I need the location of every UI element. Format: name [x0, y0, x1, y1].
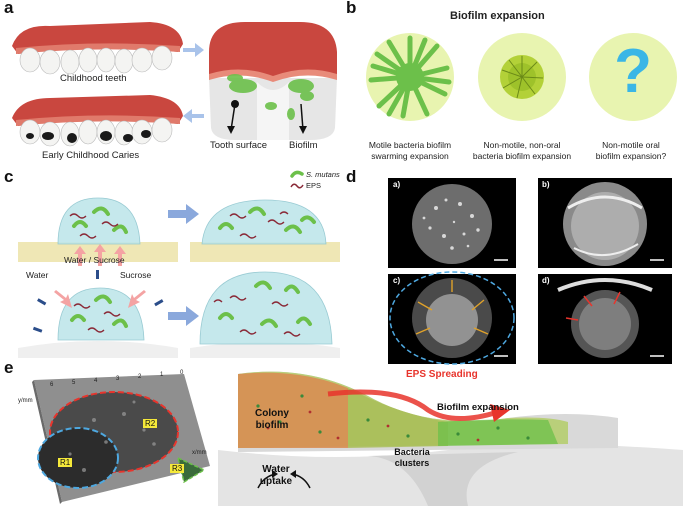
oral-biofilm-caption: Non-motile oral biofilm expansion? [595, 140, 667, 161]
panel-letter-a: a [4, 0, 14, 17]
question-mark: ? [614, 37, 652, 106]
r1-label: R1 [58, 458, 73, 467]
tick-5: 5 [72, 380, 76, 386]
eps-spreading-label: EPS Spreading [406, 369, 478, 380]
caries-teeth-illustration [12, 95, 183, 147]
micrograph-a-label: a) [393, 180, 401, 189]
bacteria-clusters-label: Bacteria clusters [394, 447, 430, 468]
panel-letter-e: e [4, 358, 14, 377]
childhood-teeth-label: Childhood teeth [60, 73, 127, 84]
colony-biofilm-label: Colony biofilm [255, 408, 289, 431]
biofilm-expansion-label: Biofilm expansion [437, 402, 519, 413]
panel-letter-b: b [346, 0, 357, 17]
panel-letter-c: c [4, 167, 14, 186]
x-axis-label: x/mm [192, 450, 207, 456]
water-sucrose-label: Water / Sucrose [64, 255, 125, 265]
r3-label: R3 [170, 464, 185, 473]
sucrose-label: Sucrose [120, 270, 152, 280]
early-caries-label: Early Childhood Caries [42, 150, 140, 161]
teeth-arrow-right [183, 43, 204, 57]
tick-6: 6 [50, 382, 54, 388]
eps-spreading-schematic [218, 371, 683, 506]
biofilm-label: Biofilm [289, 140, 318, 151]
smutans-legend-label: S. mutans [306, 170, 340, 179]
eps-legend-label: EPS [306, 181, 322, 190]
biofilm-dome-top-left [18, 197, 178, 266]
tick-1: 1 [160, 372, 164, 378]
dome-arrow-bottom [168, 306, 199, 326]
oral-biofilm-dish [589, 33, 677, 121]
smutans-legend-icon [290, 170, 304, 178]
biofilm-expansion-title: Biofilm expansion [450, 10, 545, 22]
microscopy-grid [388, 178, 672, 365]
childhood-teeth-illustration [12, 22, 183, 75]
micrograph-c-label: c) [393, 276, 401, 285]
motile-biofilm-dish [366, 33, 454, 121]
r2-label: R2 [143, 419, 158, 428]
tick-3: 3 [116, 376, 120, 382]
panel-letter-d: d [346, 167, 357, 186]
motile-biofilm-caption: Motile bacteria biofilm swarming expansi… [368, 140, 452, 161]
water-uptake-label: Water uptake [259, 464, 293, 487]
tooth-surface-label: Tooth surface [210, 140, 268, 151]
dome-arrow-top [168, 204, 199, 224]
non-motile-biofilm-dish [478, 33, 566, 121]
surface-plot-3d [32, 374, 210, 504]
non-motile-biofilm-caption: Non-motile, non-oral bacteria biofilm ex… [472, 140, 572, 161]
biofilm-dome-bottom-right [190, 271, 340, 358]
micrograph-d-label: d) [542, 276, 550, 285]
micrograph-b-label: b) [542, 180, 550, 189]
biofilm-dome-top-right [190, 199, 340, 262]
tick-0: 0 [180, 370, 184, 376]
teeth-arrow-left [183, 109, 204, 123]
water-label: Water [26, 270, 49, 280]
tick-2: 2 [138, 374, 142, 380]
biofilm-dome-bottom-left [18, 270, 178, 358]
eps-legend-icon [290, 183, 304, 189]
y-axis-label: y/mm [18, 398, 33, 404]
tick-4: 4 [94, 378, 98, 384]
tooth-cross-section [209, 22, 337, 140]
